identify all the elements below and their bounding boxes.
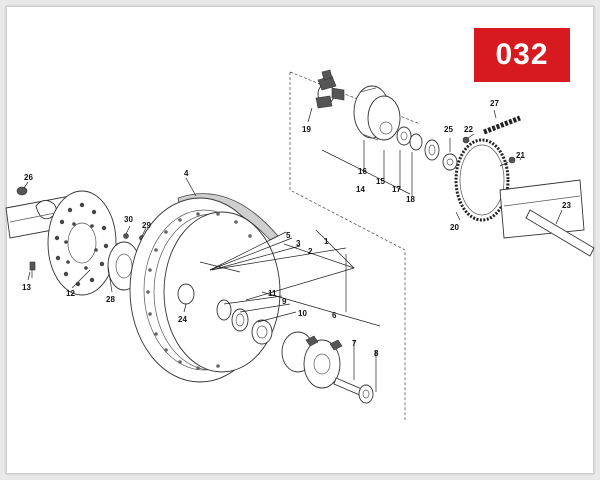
callout-15: 15 <box>376 177 385 186</box>
nuts-21-22 <box>462 136 516 167</box>
page-number: 032 <box>495 38 549 71</box>
callout-19: 19 <box>302 125 311 134</box>
brake-disc <box>47 190 117 296</box>
wheel-axle <box>525 209 595 257</box>
callout-1: 1 <box>324 237 329 246</box>
wheel-hub <box>281 331 343 389</box>
callout-7: 7 <box>352 339 357 348</box>
bearings-left <box>216 299 273 345</box>
callout-24: 24 <box>178 315 187 324</box>
page-number-badge: 032 <box>474 28 570 82</box>
wheel-rim <box>129 197 281 383</box>
callout-12: 12 <box>66 289 75 298</box>
callout-18: 18 <box>406 195 415 204</box>
callout-26: 26 <box>24 173 33 182</box>
callout-29: 29 <box>142 221 151 230</box>
chain-section <box>483 115 521 135</box>
bearings-carrier <box>396 126 440 161</box>
callout-6: 6 <box>332 311 337 320</box>
callout-13: 13 <box>22 283 31 292</box>
leader-lines <box>23 107 563 392</box>
spacer-25 <box>442 153 458 171</box>
nut-26 <box>16 186 28 196</box>
callout-2: 2 <box>308 247 313 256</box>
callout-11: 11 <box>268 289 277 298</box>
hub-group-outline <box>289 72 406 420</box>
callout-20: 20 <box>450 223 459 232</box>
callout-22: 22 <box>464 125 473 134</box>
callout-5: 5 <box>286 231 291 240</box>
callout-14: 14 <box>356 185 365 194</box>
sprocket-carrier <box>353 85 401 141</box>
callout-27: 27 <box>490 99 499 108</box>
callout-30: 30 <box>124 215 133 224</box>
callout-21: 21 <box>516 151 525 160</box>
bolt-13 <box>29 261 36 278</box>
callout-3: 3 <box>296 239 301 248</box>
part-callouts: 1 2 3 4 5 6 7 8 9 10 11 12 13 14 15 16 1… <box>22 99 571 358</box>
callout-10: 10 <box>298 309 307 318</box>
callout-16: 16 <box>358 167 367 176</box>
callout-9: 9 <box>282 297 287 306</box>
axle-spacer <box>333 377 374 404</box>
rear-sprocket <box>454 138 510 222</box>
swingarm-right <box>499 179 585 239</box>
callout-23: 23 <box>562 201 571 210</box>
callout-25: 25 <box>444 125 453 134</box>
callout-28: 28 <box>106 295 115 304</box>
callout-4: 4 <box>184 169 189 178</box>
callout-17: 17 <box>392 185 401 194</box>
cush-drive-rubbers <box>315 69 345 109</box>
callout-8: 8 <box>374 349 379 358</box>
